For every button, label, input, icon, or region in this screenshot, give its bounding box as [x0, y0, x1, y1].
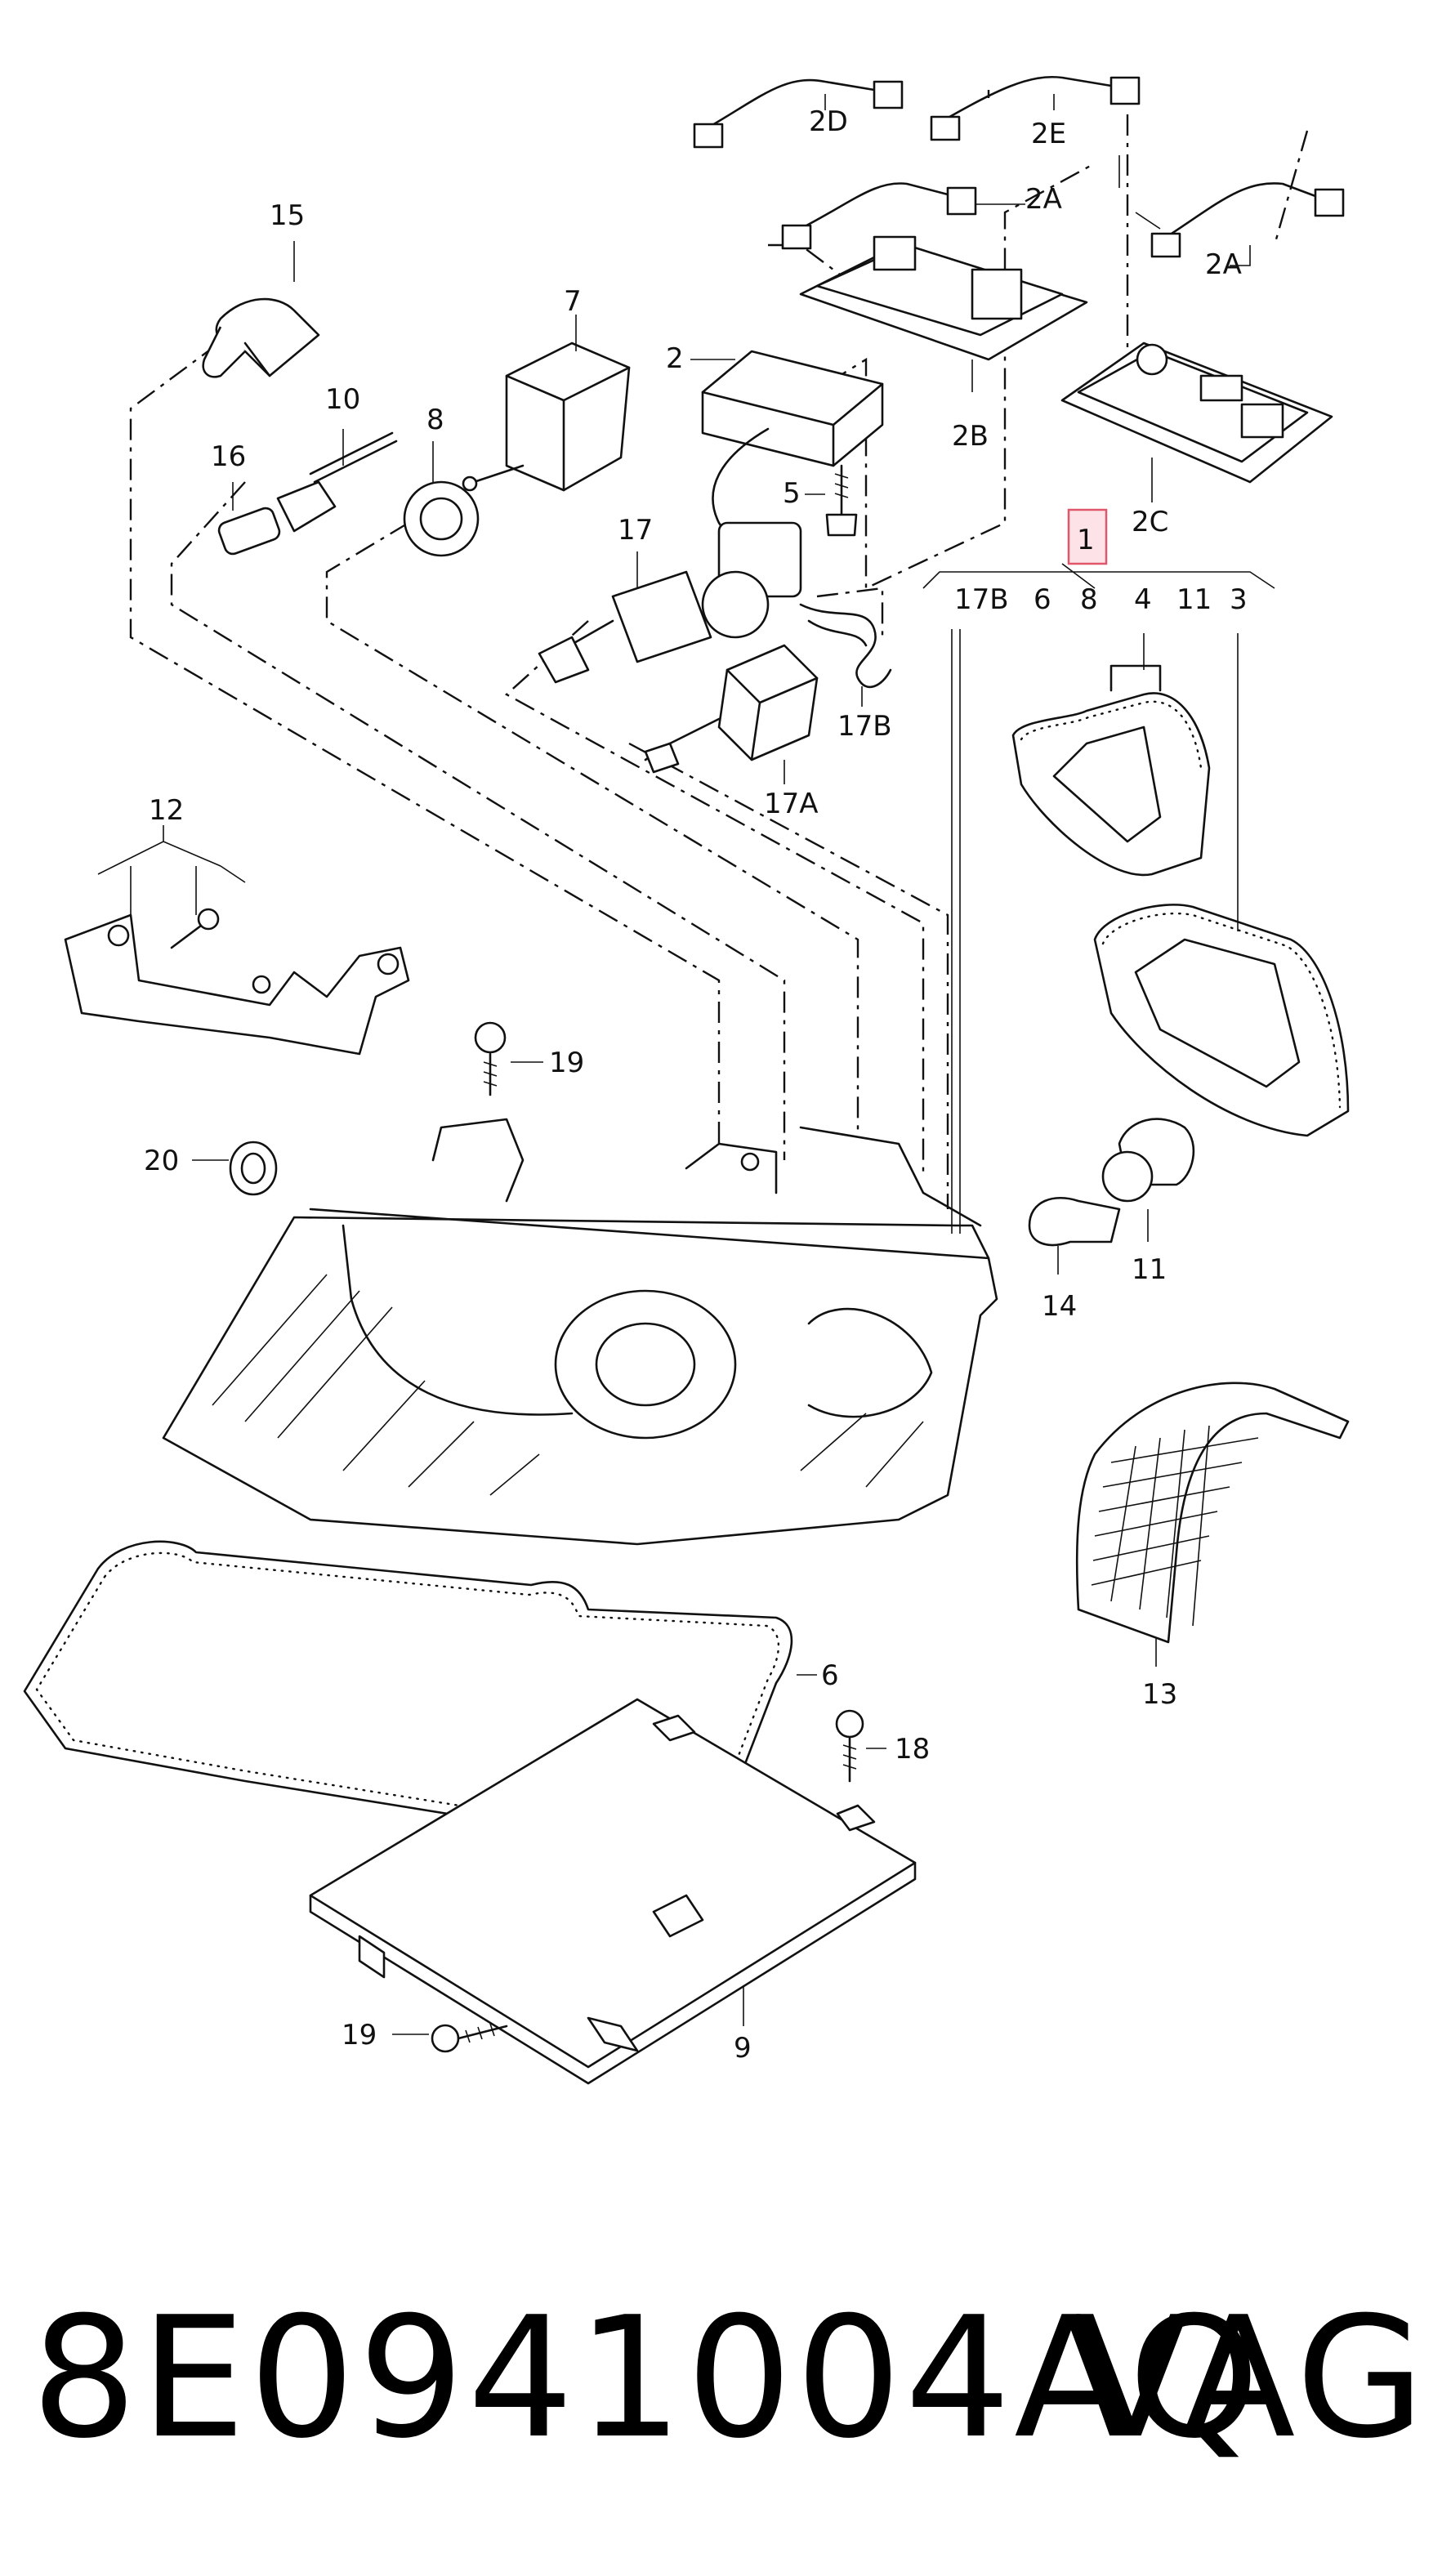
callout-8-top: 8: [426, 404, 444, 436]
callout-20: 20: [144, 1145, 179, 1177]
socket-17A: [644, 644, 819, 774]
spring-clip-17B: [799, 603, 892, 689]
shield-13: [1075, 1382, 1350, 1644]
frame-3: [1093, 904, 1350, 1137]
grommet-20: [229, 1141, 278, 1196]
ignitor-module-2: [701, 350, 884, 598]
callout-2A-right: 2A: [1205, 248, 1242, 281]
bracket-12: [64, 913, 410, 1056]
callout-17: 17: [618, 514, 653, 547]
callout-1: 1: [1077, 524, 1095, 556]
callout-2A-top: 2A: [1025, 183, 1062, 216]
callout-labels: 15 7 2 2D 2E 2A 2A 2B 2C 10 8 16 5 17 17…: [144, 105, 1248, 2065]
callout-2E: 2E: [1031, 118, 1066, 150]
callout-9: 9: [734, 2032, 752, 2065]
callout-16: 16: [211, 440, 246, 473]
callout-5: 5: [783, 477, 801, 510]
callout-3: 3: [1230, 583, 1248, 616]
bulb-15: [202, 297, 320, 378]
seal-ring-8: [403, 480, 480, 557]
screw-5: [825, 464, 858, 537]
callout-2: 2: [666, 342, 684, 375]
screw-19-top: [474, 1021, 507, 1096]
callout-7: 7: [564, 285, 582, 318]
leader-lines: [97, 94, 1275, 2035]
callout-17A: 17A: [764, 788, 819, 820]
callout-12: 12: [149, 794, 184, 827]
callout-8-group: 8: [1080, 583, 1098, 616]
callout-19-top: 19: [549, 1047, 584, 1079]
screw-19-bottom: [431, 2023, 508, 2053]
ballast-2B: [799, 235, 1088, 361]
highlight-callout-1[interactable]: 1: [1067, 508, 1108, 565]
bulb-14: [1028, 1197, 1121, 1247]
callout-4: 4: [1134, 583, 1152, 616]
callout-14: 14: [1042, 1290, 1077, 1323]
callout-11: 11: [1132, 1253, 1167, 1286]
screw-18: [835, 1709, 864, 1783]
range-adjuster-7: [462, 342, 631, 492]
connector-cables: [693, 75, 1345, 258]
callout-2D: 2D: [809, 105, 848, 138]
callout-17B: 17B: [837, 710, 892, 743]
callout-17B-group: 17B: [954, 583, 1009, 616]
callout-18: 18: [895, 1733, 930, 1766]
callout-10: 10: [325, 383, 360, 416]
xenon-bulb-17: [538, 570, 770, 684]
socket-11: [1101, 1118, 1195, 1203]
cover-plate-9: [309, 1698, 917, 2085]
screw-12: [170, 908, 220, 949]
wire-10: [309, 431, 398, 484]
ballast-2C: [1060, 342, 1333, 484]
callout-13: 13: [1142, 1678, 1177, 1711]
frame-4: [1011, 664, 1211, 877]
headlamp-housing: [162, 1118, 998, 1546]
callout-6-group: 6: [1034, 583, 1051, 616]
callout-2C: 2C: [1132, 506, 1168, 538]
brand-label: VAG: [1074, 2282, 1428, 2476]
callout-2B: 2B: [952, 420, 989, 453]
callout-15: 15: [270, 199, 305, 232]
callout-19-bottom: 19: [342, 2019, 377, 2051]
bulb-16: [217, 480, 337, 556]
callout-11-group: 11: [1176, 583, 1212, 616]
callout-6-gasket: 6: [821, 1659, 839, 1692]
part-number: 8E0941004AQ: [31, 2282, 1263, 2476]
